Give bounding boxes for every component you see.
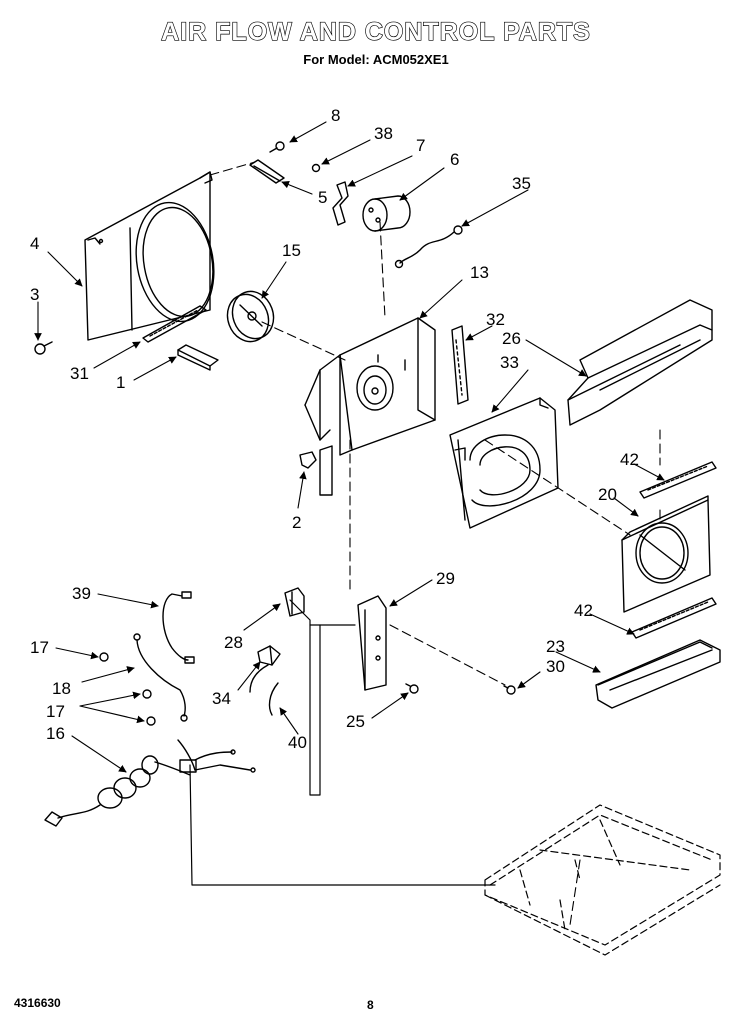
callout-25: 25: [346, 712, 365, 731]
page-number: 8: [367, 998, 374, 1012]
part-35-ground-wire: [394, 225, 463, 269]
part-31-foam-seal: [142, 305, 207, 343]
callout-42: 42: [620, 450, 639, 469]
part-7-capacitor-strap: [332, 181, 349, 226]
part-33-scroll-housing: [449, 397, 559, 529]
part-28-selector-switch: [284, 587, 305, 617]
callout-5: 5: [318, 188, 327, 207]
part-23-base-rail: [595, 639, 721, 709]
callout-1: 1: [116, 373, 125, 392]
callout-2: 2: [292, 513, 301, 532]
callout-34: 34: [212, 689, 231, 708]
callout-17: 17: [30, 638, 49, 657]
callout-38: 38: [374, 124, 393, 143]
callout-39: 39: [72, 584, 91, 603]
part-16-power-cord: [44, 739, 256, 827]
part-18-wire-harness: [133, 633, 188, 722]
callout-23: 23: [546, 637, 565, 656]
part-34-thermostat: [257, 645, 281, 666]
part-8-screw: [269, 141, 285, 153]
callout-31: 31: [70, 364, 89, 383]
callout-3: 3: [30, 285, 39, 304]
part-25-screw: [405, 683, 419, 694]
page-title: AIR FLOW AND CONTROL PARTS: [161, 17, 591, 46]
doc-number: 4316630: [14, 996, 61, 1010]
part-2-clip: [299, 451, 317, 469]
part-29-control-bracket: [357, 595, 387, 691]
callout-8: 8: [331, 106, 340, 125]
callout-28: 28: [224, 633, 243, 652]
callout-labels: 8 38 7 6 5 35 4 3 31 1 15 13 32 26 33 2 …: [30, 106, 639, 752]
callout-40: 40: [288, 733, 307, 752]
callout-42-lower: 42: [574, 601, 593, 620]
part-42-upper-gasket: [639, 461, 717, 499]
leader-arrows: [34, 121, 665, 773]
part-30-screw: [503, 685, 516, 695]
part-5-bracket: [249, 159, 285, 184]
callout-17-lower: 17: [46, 702, 65, 721]
callout-7: 7: [416, 136, 425, 155]
callout-30: 30: [546, 657, 565, 676]
callout-33: 33: [500, 353, 519, 372]
part-39-wire: [162, 591, 195, 664]
part-32-foam-strip: [451, 325, 469, 405]
part-13-orifice-bulkhead: [304, 317, 436, 496]
assembly-lines: [209, 161, 661, 926]
callout-20: 20: [598, 485, 617, 504]
callout-15: 15: [282, 241, 301, 260]
base-pan: [484, 804, 721, 956]
callout-18: 18: [52, 679, 71, 698]
part-26-air-duct: [567, 299, 713, 426]
part-6-capacitor: [362, 195, 411, 232]
part-3-screw: [34, 341, 53, 355]
part-17-screws: [99, 652, 156, 726]
part-4-shroud-panel: [84, 171, 215, 341]
part-1-foam-strip: [177, 344, 219, 371]
part-42-lower-gasket: [631, 597, 717, 639]
callout-16: 16: [46, 724, 65, 743]
model-subtitle: For Model: ACM052XE1: [303, 52, 449, 67]
callout-29: 29: [436, 569, 455, 588]
part-15-fan-blade: [226, 290, 275, 343]
part-40-sensing-bulb: [249, 664, 279, 716]
part-20-front-shroud: [621, 495, 711, 613]
part-38-screw: [311, 163, 321, 173]
wire-routing-lines: [189, 599, 496, 886]
callout-26: 26: [502, 329, 521, 348]
callout-6: 6: [450, 150, 459, 169]
callout-32: 32: [486, 310, 505, 329]
callout-4: 4: [30, 234, 39, 253]
callout-13: 13: [470, 263, 489, 282]
callout-35: 35: [512, 174, 531, 193]
